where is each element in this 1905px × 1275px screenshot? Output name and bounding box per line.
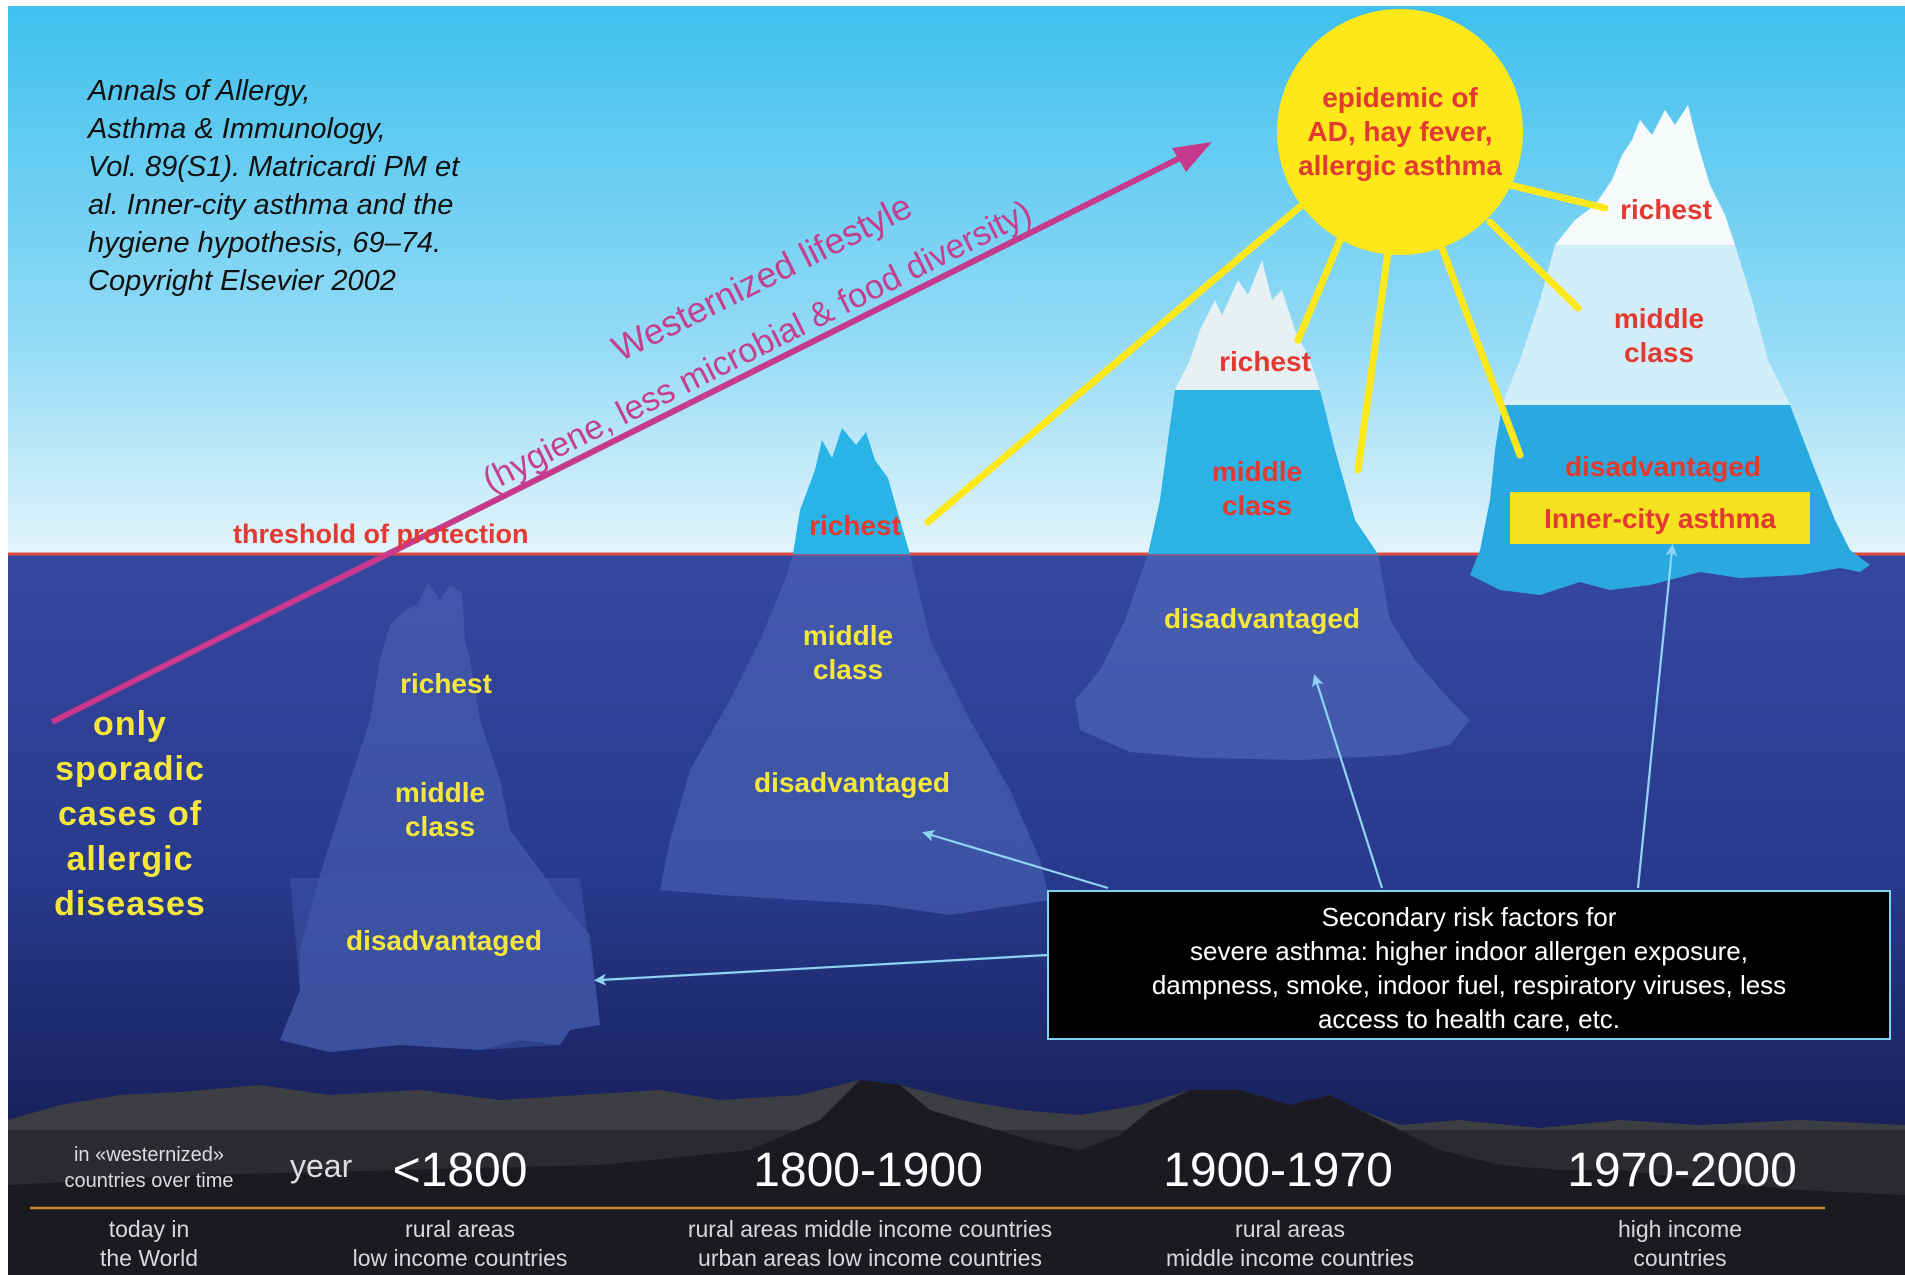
iceberg-2-middle-line1: middle	[803, 620, 893, 651]
citation: Annals of Allergy, Asthma & Immunology, …	[88, 72, 528, 300]
risk-line: access to health care, etc.	[1317, 1004, 1621, 1034]
year-label: year	[290, 1148, 353, 1184]
region-line: low income countries	[352, 1245, 568, 1271]
sun-text-line3: allergic asthma	[1298, 150, 1502, 181]
iceberg-3-disadvantaged: disadvantaged	[1164, 603, 1360, 634]
region-line: countries	[1633, 1245, 1727, 1271]
today-world-label: today in the World	[24, 1215, 274, 1273]
timeline-band	[8, 1130, 1905, 1275]
iceberg-2	[660, 428, 1050, 915]
region-line: rural areas middle income countries	[687, 1216, 1053, 1242]
region-line: rural areas	[405, 1216, 515, 1242]
iceberg-1-middle-line1: middle	[395, 777, 485, 808]
iceberg-3-middle-line1: middle	[1212, 456, 1302, 487]
era-label-4: 1970-2000	[1567, 1144, 1797, 1197]
era-label-2: 1800-1900	[753, 1144, 983, 1197]
region-label-2: rural areas middle income countries urba…	[630, 1215, 1110, 1273]
region-label-4: high income countries	[1560, 1215, 1800, 1273]
inner-city-box	[1510, 492, 1810, 544]
iceberg-1-middle-line2: class	[405, 811, 475, 842]
region-line: rural areas	[1235, 1216, 1345, 1242]
iceberg-1-disadvantaged: disadvantaged	[346, 925, 542, 956]
sporadic-cases-label: only sporadic cases of allergic diseases	[30, 702, 230, 927]
iceberg-4-middle	[1502, 245, 1790, 405]
iceberg-4-richest: richest	[1620, 194, 1712, 225]
sun-text-line2: AD, hay fever,	[1307, 116, 1492, 147]
sun-text-line1: epidemic of	[1322, 82, 1478, 113]
trend-arrow-head	[1172, 142, 1212, 172]
iceberg-3-submerged	[1075, 554, 1470, 760]
risk-line: dampness, smoke, indoor fuel, respirator…	[1151, 970, 1787, 1000]
today-line: the World	[99, 1245, 198, 1271]
risk-line: severe asthma: higher indoor allergen ex…	[1190, 936, 1748, 966]
sun-disc	[1277, 9, 1523, 255]
region-line: high income	[1617, 1216, 1743, 1242]
inner-city-label: Inner-city asthma	[1544, 503, 1776, 534]
iceberg-2-middle-line2: class	[813, 654, 883, 685]
today-line: today in	[108, 1216, 190, 1242]
sporadic-line: diseases	[54, 885, 206, 923]
sun	[924, 9, 1609, 526]
iceberg-1	[280, 582, 600, 1052]
era-label-1: <1800	[393, 1144, 528, 1197]
region-line: urban areas low income countries	[698, 1245, 1042, 1271]
iceberg-2-tip	[793, 428, 910, 554]
trend-arrow-line	[50, 151, 1190, 725]
sporadic-line: allergic	[66, 840, 194, 878]
iceberg-4-disadvantaged: disadvantaged	[1565, 451, 1761, 482]
sporadic-line: sporadic	[55, 750, 205, 788]
iceberg-2-disadvantaged: disadvantaged	[754, 767, 950, 798]
iceberg-3	[1075, 260, 1470, 760]
citation-line: Annals of Allergy,	[88, 75, 311, 107]
citation-line: al. Inner-city asthma and the	[88, 189, 454, 221]
sun-rays	[924, 181, 1609, 526]
region-line: middle income countries	[1165, 1245, 1414, 1271]
citation-line: Copyright Elsevier 2002	[88, 265, 396, 297]
westernized-countries-label: in «westernized» countries over time	[24, 1142, 274, 1194]
iceberg-3-middle	[1148, 390, 1378, 554]
iceberg-3-richest: richest	[1219, 346, 1311, 377]
citation-line: Vol. 89(S1). Matricardi PM et	[88, 151, 460, 183]
iceberg-4	[1470, 105, 1870, 595]
citation-line: Asthma & Immunology,	[88, 113, 386, 145]
iceberg-2-richest: richest	[809, 510, 901, 541]
iceberg-1-richest: richest	[400, 668, 492, 699]
risk-pointers	[594, 544, 1678, 986]
sporadic-line: cases of	[57, 795, 203, 833]
citation-line: hygiene hypothesis, 69–74.	[88, 227, 442, 259]
risk-line: Secondary risk factors for	[1321, 902, 1617, 932]
iceberg-4-middle-line1: middle	[1614, 303, 1704, 334]
risk-factors-box: Secondary risk factors for severe asthma…	[1047, 890, 1891, 1040]
iceberg-2-submerged	[660, 554, 1050, 915]
threshold-label: threshold of protection	[233, 519, 528, 549]
westernized-line: in «westernized»	[73, 1144, 225, 1166]
iceberg-4-middle-line2: class	[1624, 337, 1694, 368]
region-label-3: rural areas middle income countries	[1130, 1215, 1450, 1273]
iceberg-3-middle-line2: class	[1222, 490, 1292, 521]
region-label-1: rural areas low income countries	[320, 1215, 600, 1273]
era-label-3: 1900-1970	[1163, 1144, 1393, 1197]
sporadic-line: only	[93, 705, 167, 743]
westernized-line: countries over time	[64, 1170, 234, 1192]
iceberg-3-richest	[1175, 260, 1320, 390]
